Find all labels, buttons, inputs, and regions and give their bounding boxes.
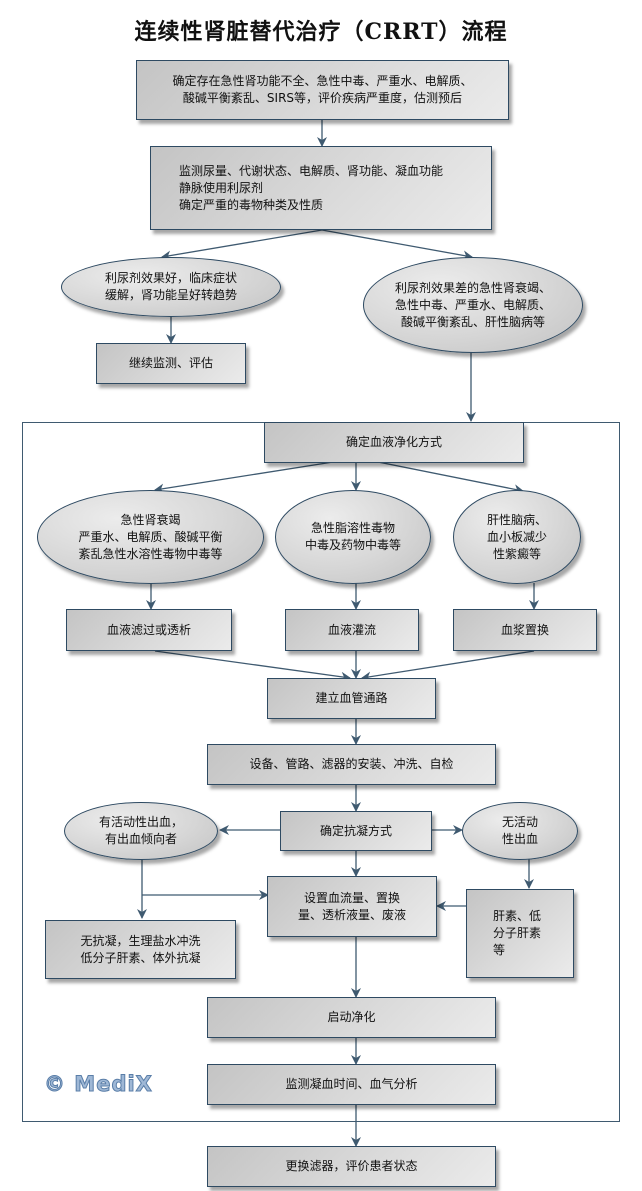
lipid-poisoning-ellipse: 急性脂溶性毒物 中毒及药物中毒等 xyxy=(275,490,431,584)
hemoperfusion-box: 血液灌流 xyxy=(285,609,419,651)
anticoagulation-box: 确定抗凝方式 xyxy=(280,811,432,851)
arrow-monitor-good xyxy=(161,229,323,261)
vascular-access-box: 建立血管通路 xyxy=(267,678,436,719)
no-anticoagulation-box: 无抗凝，生理盐水冲洗 低分子肝素、体外抗凝 xyxy=(45,920,236,979)
hemofiltration-box: 血液滤过或透析 xyxy=(66,609,232,651)
medix-watermark-logo: © MediX xyxy=(44,1072,153,1097)
good-response-ellipse: 利尿剂效果好，临床症状 缓解，肾功能呈好转趋势 xyxy=(61,257,281,317)
poor-response-ellipse: 利尿剂效果差的急性肾衰竭、 急性中毒、严重水、电解质、 酸碱平衡紊乱、肝性脑病等 xyxy=(363,257,583,353)
plasma-exchange-box: 血浆置换 xyxy=(453,609,597,651)
no-bleeding-ellipse: 无活动 性出血 xyxy=(462,802,578,860)
assess-condition-box: 确定存在急性肾功能不全、急性中毒、严重水、电解质、 酸碱平衡紊乱、SIRS等，评… xyxy=(136,60,509,120)
start-purification-box: 启动净化 xyxy=(207,997,496,1038)
diagram-title: 连续性肾脏替代治疗（CRRT）流程 xyxy=(134,19,508,45)
heparin-box: 肝素、低 分子肝素 等 xyxy=(466,889,574,978)
monitor-box: 监测尿量、代谢状态、电解质、肾功能、凝血功能 静脉使用利尿剂 确定严重的毒物种类… xyxy=(150,146,492,230)
continue-monitor-box: 继续监测、评估 xyxy=(96,343,246,384)
replace-filter-box: 更换滤器，评价患者状态 xyxy=(207,1146,496,1187)
monitor-coagulation-box: 监测凝血时间、血气分析 xyxy=(207,1064,496,1105)
active-bleeding-ellipse: 有活动性出血， 有出血倾向者 xyxy=(64,802,218,860)
arrow-monitor-poor xyxy=(321,229,473,261)
hepatic-encephalopathy-ellipse: 肝性脑病、 血小板减少 性紫癜等 xyxy=(453,490,581,584)
choose-purification-method-box: 确定血液净化方式 xyxy=(264,422,524,463)
equipment-setup-box: 设备、管路、滤器的安装、冲洗、自检 xyxy=(207,744,496,785)
set-parameters-box: 设置血流量、置换 量、透析液量、废液 xyxy=(267,876,437,937)
renal-failure-ellipse: 急性肾衰竭 严重水、电解质、酸碱平衡 紊乱急性水溶性毒物中毒等 xyxy=(37,490,264,584)
